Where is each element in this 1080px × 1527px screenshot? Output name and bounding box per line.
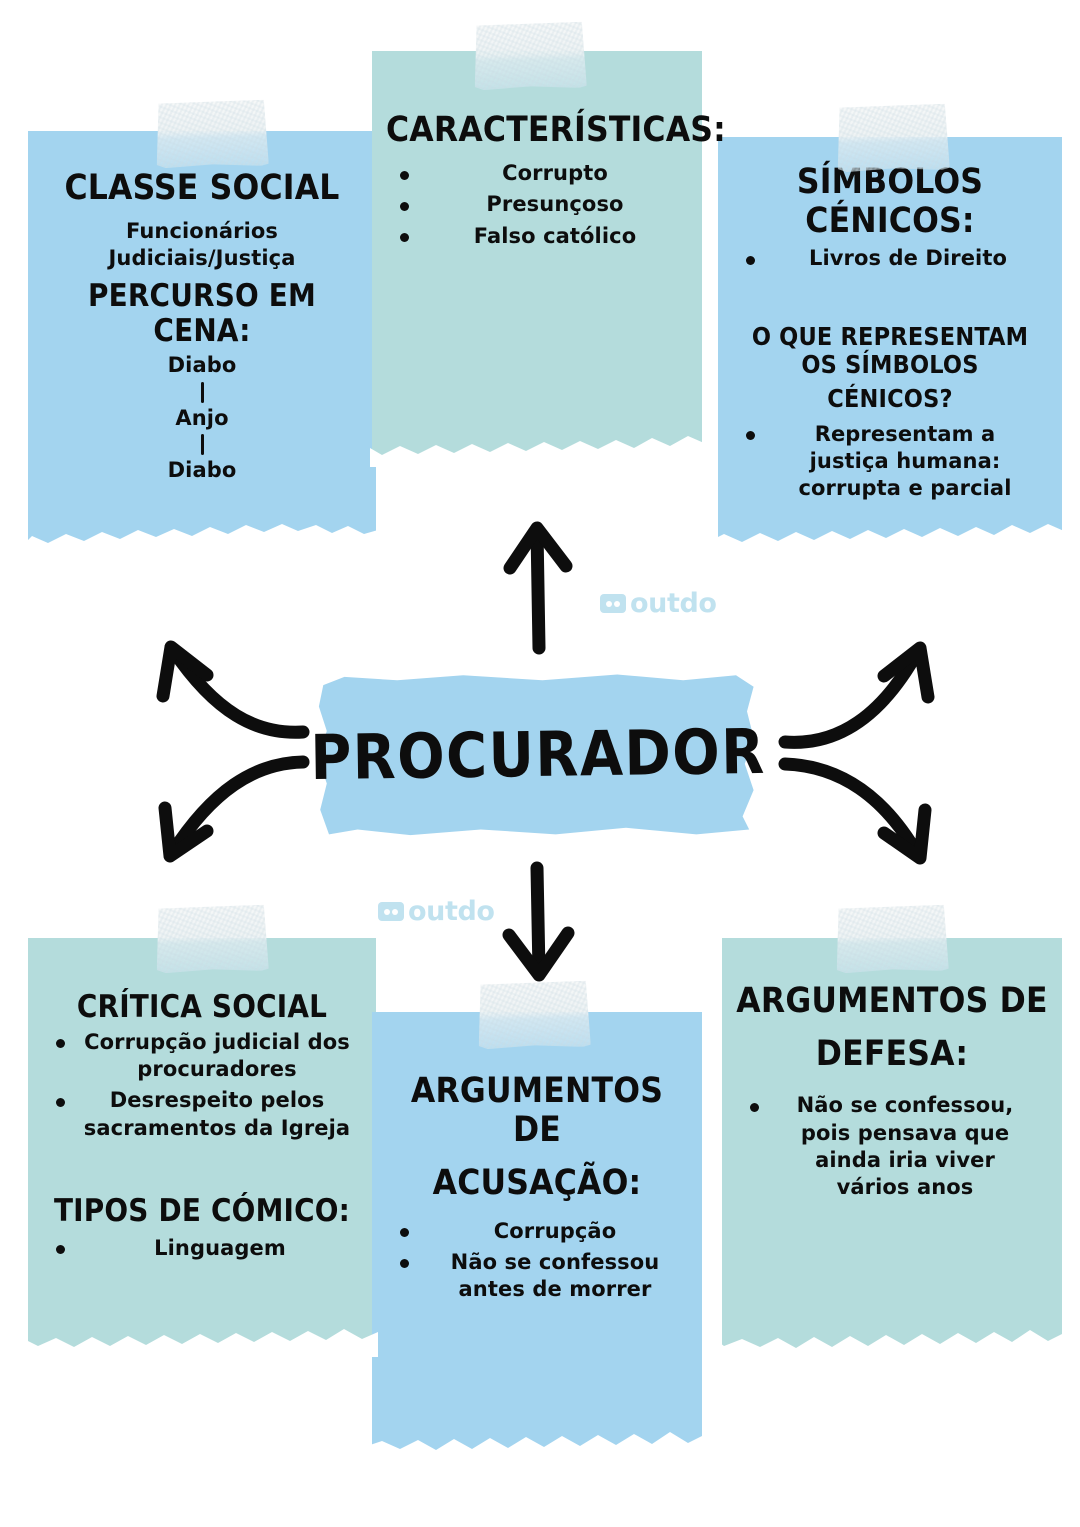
bullet-text: Representam a justiça humana: corrupta e… bbox=[798, 421, 1012, 501]
simbolos-representam-bullet-list: Representam a justiça humana: corrupta e… bbox=[732, 421, 1048, 503]
center-banner-brush-background bbox=[318, 674, 754, 836]
card-paper-background bbox=[28, 131, 376, 555]
tipos-comico-bullet-list: Linguagem bbox=[42, 1235, 362, 1262]
percurso-link-2 bbox=[200, 433, 204, 455]
argumentos-defesa-bullet-list: Não se confessou, pois pensava que ainda… bbox=[736, 1092, 1048, 1201]
bullet-text: Livros de Direito bbox=[808, 246, 1008, 271]
bullet-dot-icon bbox=[56, 1039, 65, 1049]
bullet-text: Corrupção judicial dos procuradores bbox=[84, 1029, 350, 1082]
list-item: Representam a justiça humana: corrupta e… bbox=[732, 421, 1048, 503]
center-node-procurador[interactable]: PROCURADOR bbox=[309, 672, 767, 836]
card-critica-social[interactable]: CRÍTICA SOCIAL Corrupção judicial dos pr… bbox=[26, 938, 378, 1357]
list-item: Corrupção judicial dos procuradores bbox=[42, 1029, 362, 1084]
bullet-text: Presunçoso bbox=[486, 192, 624, 217]
card-heading-percurso-em-cena: PERCURSO EM CENA: bbox=[87, 277, 317, 349]
percurso-chain: Diabo Anjo Diabo bbox=[42, 352, 362, 484]
card-heading-simbolos-cenicos: SÍMBOLOS CÉNICOS: bbox=[796, 162, 984, 242]
card-argumentos-acusacao[interactable]: ARGUMENTOS DE ACUSAÇÃO: Corrupção Não se… bbox=[370, 1012, 704, 1461]
arrow-center-to-argumentos-acusacao bbox=[502, 861, 575, 982]
watermark-outdo-bottom: outdo bbox=[378, 896, 495, 927]
card-heading-tipos-de-comico: TIPOS DE CÓMICO: bbox=[53, 1192, 351, 1229]
arrow-center-to-critica-social bbox=[158, 755, 310, 863]
arrow-center-to-argumentos-defesa bbox=[778, 757, 932, 865]
card-heading-argumentos-defesa-line-1: ARGUMENTOS DE bbox=[736, 981, 1048, 1021]
bullet-dot-icon bbox=[400, 1259, 409, 1269]
arrow-center-to-simbolos-cenicos bbox=[778, 641, 935, 749]
card-heading-o-que-representam-line-2: CÉNICOS? bbox=[827, 383, 953, 413]
outdo-logo-icon bbox=[378, 902, 404, 921]
outdo-logo-icon bbox=[600, 594, 626, 613]
classe-social-subtitle-line-2: Judiciais/Justiça bbox=[108, 246, 296, 271]
card-heading-argumentos-acusacao-line-1: ARGUMENTOS DE bbox=[410, 1071, 664, 1151]
washi-tape-icon bbox=[835, 905, 949, 974]
washi-tape-icon bbox=[156, 905, 270, 974]
card-argumentos-defesa[interactable]: ARGUMENTOS DE DEFESA: Não se confessou, … bbox=[720, 938, 1064, 1357]
arrow-center-to-classe-social bbox=[156, 640, 310, 739]
card-paper-background bbox=[722, 938, 1062, 1356]
bullet-text: Corrupção bbox=[493, 1218, 617, 1243]
bullet-text: Não se confessou, pois pensava que ainda… bbox=[796, 1093, 1014, 1200]
bullet-dot-icon bbox=[400, 233, 409, 243]
percurso-node-2: Anjo bbox=[175, 405, 229, 430]
simbolos-bullet-list: Livros de Direito bbox=[732, 245, 1048, 272]
list-item: Desrespeito pelos sacramentos da Igreja bbox=[42, 1087, 362, 1142]
card-classe-social[interactable]: CLASSE SOCIAL Funcionários Judiciais/Jus… bbox=[26, 131, 378, 556]
watermark-text: outdo bbox=[408, 896, 495, 927]
bullet-dot-icon bbox=[56, 1097, 65, 1107]
bullet-dot-icon bbox=[750, 1102, 759, 1112]
argumentos-acusacao-bullet-list: Corrupção Não se confessou antes de morr… bbox=[386, 1218, 688, 1304]
card-paper-background bbox=[28, 938, 376, 1356]
card-paper-background bbox=[372, 1012, 702, 1460]
list-item: Presunçoso bbox=[386, 191, 688, 218]
card-paper-background bbox=[718, 137, 1062, 552]
bullet-dot-icon bbox=[400, 170, 409, 180]
bullet-text: Não se confessou antes de morrer bbox=[450, 1249, 660, 1302]
card-heading-classe-social: CLASSE SOCIAL bbox=[64, 168, 340, 208]
bullet-text: Linguagem bbox=[154, 1235, 286, 1260]
bullet-text: Corrupto bbox=[502, 161, 608, 186]
card-heading-critica-social: CRÍTICA SOCIAL bbox=[76, 989, 328, 1025]
list-item: Linguagem bbox=[42, 1235, 362, 1262]
washi-tape-icon bbox=[477, 981, 591, 1050]
bullet-dot-icon bbox=[746, 431, 755, 441]
list-item: Livros de Direito bbox=[732, 245, 1048, 272]
card-heading-caracteristicas: CARACTERÍSTICAS: bbox=[386, 110, 726, 150]
list-item: Corrupto bbox=[386, 160, 688, 187]
watermark-outdo-top: outdo bbox=[600, 588, 717, 619]
list-item: Não se confessou, pois pensava que ainda… bbox=[736, 1092, 1048, 1201]
card-heading-o-que-representam-line-1: O QUE REPRESENTAM OS SÍMBOLOS bbox=[751, 321, 1029, 379]
washi-tape-icon bbox=[474, 22, 588, 91]
list-item: Falso católico bbox=[386, 223, 688, 250]
card-caracteristicas[interactable]: CARACTERÍSTICAS: Corrupto Presunçoso Fal… bbox=[370, 51, 726, 467]
caracteristicas-bullet-list: Corrupto Presunçoso Falso católico bbox=[386, 160, 688, 250]
bullet-dot-icon bbox=[56, 1245, 65, 1255]
percurso-link-1 bbox=[200, 381, 204, 403]
bullet-text: Desrespeito pelos sacramentos da Igreja bbox=[83, 1088, 351, 1140]
bullet-dot-icon bbox=[400, 1228, 409, 1238]
classe-social-subtitle-line-1: Funcionários bbox=[125, 219, 279, 244]
bullet-text: Falso católico bbox=[473, 223, 637, 248]
card-heading-argumentos-acusacao-line-2: ACUSAÇÃO: bbox=[432, 1163, 642, 1204]
percurso-node-3: Diabo bbox=[167, 457, 237, 482]
bullet-dot-icon bbox=[400, 201, 409, 211]
card-paper-background bbox=[372, 51, 702, 466]
watermark-text: outdo bbox=[630, 588, 717, 619]
washi-tape-icon bbox=[156, 100, 270, 169]
percurso-node-1: Diabo bbox=[167, 353, 237, 378]
bullet-dot-icon bbox=[746, 255, 755, 265]
critica-social-bullet-list: Corrupção judicial dos procuradores Desr… bbox=[42, 1029, 362, 1142]
list-item: Não se confessou antes de morrer bbox=[386, 1249, 688, 1304]
card-simbolos-cenicos[interactable]: SÍMBOLOS CÉNICOS: Livros de Direito O QU… bbox=[716, 137, 1064, 553]
arrow-center-to-caracteristicas bbox=[503, 521, 573, 655]
card-heading-argumentos-defesa-line-2: DEFESA: bbox=[815, 1034, 969, 1075]
list-item: Corrupção bbox=[386, 1218, 688, 1245]
washi-tape-icon bbox=[837, 104, 951, 173]
center-node-label: PROCURADOR bbox=[309, 714, 767, 794]
